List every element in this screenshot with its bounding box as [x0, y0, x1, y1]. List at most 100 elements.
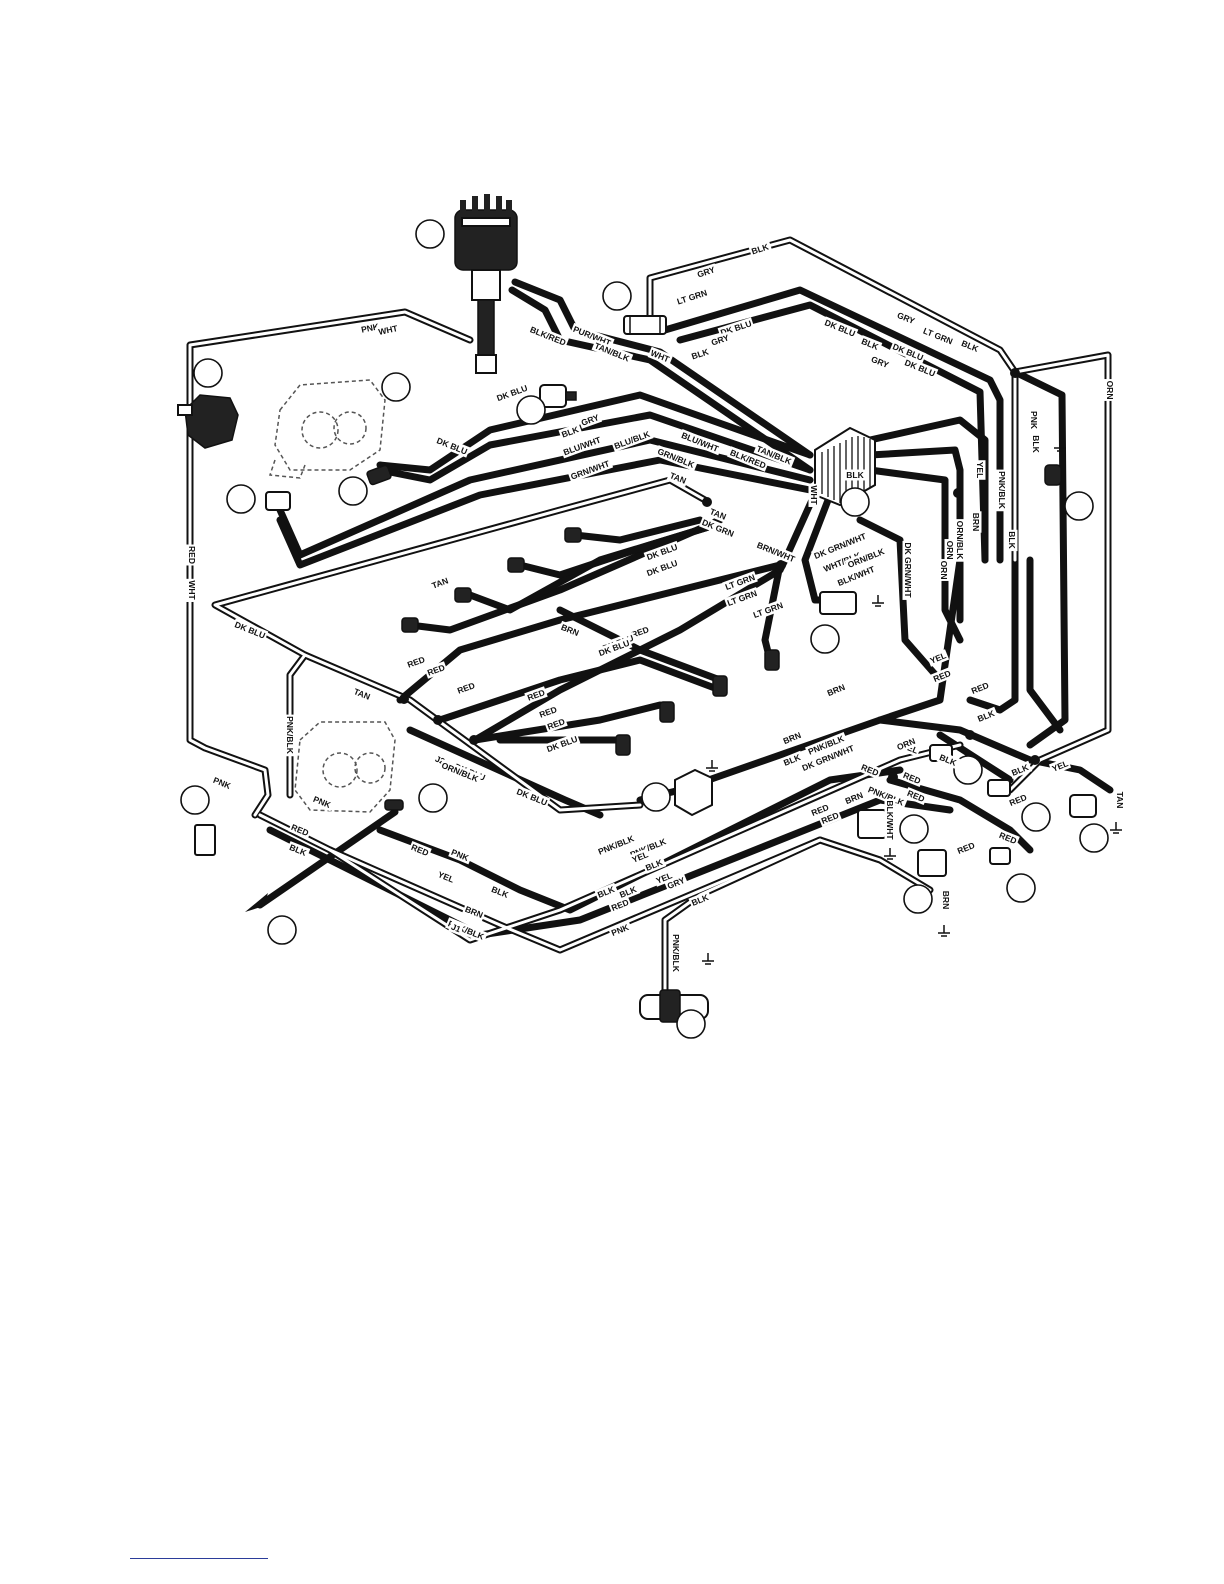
wire-label-background: [664, 873, 689, 893]
wire-label-background: [780, 728, 804, 748]
wire-label-background: [706, 505, 730, 523]
wire-label-background: [820, 548, 865, 576]
distributor-icon: [454, 194, 518, 374]
wire-label-background: [567, 457, 614, 483]
connector-icon: [987, 779, 1011, 797]
wire-label-background: [288, 820, 312, 840]
injector-icon: [615, 734, 631, 756]
wire-color-label: TAN: [1114, 790, 1126, 810]
callout-circle: [641, 782, 671, 812]
wire-color-label: BRN: [558, 620, 582, 640]
wire-label-background: [889, 340, 927, 364]
wire-color-label-text: ORN: [939, 561, 949, 580]
wire-color-label: BLK/RED: [527, 323, 569, 349]
wire-color-label-text: BLK/WHT: [885, 800, 895, 840]
ground-icon: [702, 953, 714, 965]
wire-color-label: PNK: [358, 320, 383, 336]
wire-label-background: [678, 428, 723, 456]
sensor-map-icon: [265, 491, 291, 511]
wire-color-label: GRY: [894, 308, 919, 328]
wire-label-background: [611, 427, 654, 453]
wire-top-bundle-2: [661, 286, 1004, 564]
wire-label-background: [608, 895, 632, 915]
wire-label-background: [647, 346, 674, 366]
arrow-head-icon: [245, 893, 268, 912]
wire-label-background: [438, 759, 483, 786]
wire-color-label: BLK: [1030, 433, 1042, 456]
wire-label-background: [844, 469, 867, 481]
wire-label-background: [375, 322, 401, 338]
wire-label-background: [1006, 529, 1018, 552]
callout-circles: [180, 219, 1109, 1039]
injector-icon: [507, 557, 525, 573]
callout-circle: [953, 755, 983, 785]
fuel-injectors: [401, 527, 780, 756]
wire-label-background: [694, 263, 719, 281]
wire-label-background: [493, 381, 531, 405]
wire-lr-2: [886, 776, 1034, 854]
wire-color-label: RED: [954, 838, 978, 858]
wire-color-label: PNK/BLK: [996, 469, 1008, 512]
wire-label-background: [358, 320, 383, 336]
wire-color-label-text: BLU/BLK: [613, 429, 652, 451]
wire-color-label: DK GRN/WHT: [902, 540, 914, 600]
wire-label-background: [699, 516, 737, 540]
connector-icon: [989, 847, 1011, 865]
wire-color-label: PNK: [210, 773, 235, 793]
footer-rule: [130, 1558, 268, 1559]
wire-label-background: [543, 732, 581, 756]
wire-color-label-text: TAN: [430, 575, 449, 590]
wire-label-background: [936, 751, 961, 770]
callout-circle: [1079, 823, 1109, 853]
wire-label-background: [666, 469, 690, 487]
wire-mid-bundle-4: [276, 456, 814, 569]
wire-label-background: [186, 544, 198, 566]
callout-circle: [903, 884, 933, 914]
wire-color-label: BLK: [688, 345, 713, 363]
harness-connector-icon: [194, 824, 216, 856]
wire-label-background: [428, 574, 452, 592]
callout-circle: [1006, 873, 1036, 903]
wire-j1-1: [866, 416, 989, 564]
wire-color-label: YEL: [628, 848, 652, 866]
wire-label-background: [954, 838, 978, 858]
wire-right-vertical: [966, 556, 1019, 714]
wire-label-background: [688, 345, 713, 363]
wire-color-label-text: PNK/BLK: [997, 471, 1007, 510]
wire-mid-bundle-2: [376, 411, 814, 484]
wire-label-background: [594, 882, 619, 901]
wire-label-background: [433, 434, 471, 458]
wire-label-background: [1028, 409, 1040, 432]
callout-circle: [381, 372, 411, 402]
ground-symbols: [702, 440, 1122, 965]
wire-label-background: [893, 734, 919, 754]
wire-color-label: BLK: [286, 841, 311, 860]
wire-label-background: [808, 800, 832, 820]
wire-label-background: [780, 750, 805, 769]
wire-label-background: [858, 760, 882, 780]
injector-icon: [764, 649, 780, 671]
wire-label-background: [591, 339, 634, 365]
wire-label-background: [284, 714, 296, 757]
wire-color-label: BLK: [558, 423, 583, 441]
wire-label-background: [1114, 790, 1126, 810]
wire-label-background: [688, 890, 713, 909]
wire-label-background: [652, 869, 676, 887]
callout-circle: [840, 487, 870, 517]
iac-connector-icon: [819, 591, 857, 615]
splice-dot: [776, 560, 786, 570]
wire-label-background: [940, 889, 952, 911]
wire-label-background: [1008, 760, 1033, 779]
callout-circle: [338, 476, 368, 506]
wire-color-label: ORN/BLK: [954, 519, 966, 562]
wire-right-vertical-2: [1026, 556, 1064, 734]
wire-color-label: RED: [404, 653, 428, 671]
wire-label-background: [996, 828, 1020, 848]
wire-color-label-text: ORN: [1105, 381, 1115, 400]
wire-label-background: [958, 337, 983, 356]
wire-dkblu-2: [406, 726, 604, 819]
callout-circle: [676, 1009, 706, 1039]
ground-icon: [706, 760, 718, 772]
wire-color-label-text: BRN: [941, 891, 951, 909]
wire-color-label-text: ORN: [945, 541, 955, 560]
